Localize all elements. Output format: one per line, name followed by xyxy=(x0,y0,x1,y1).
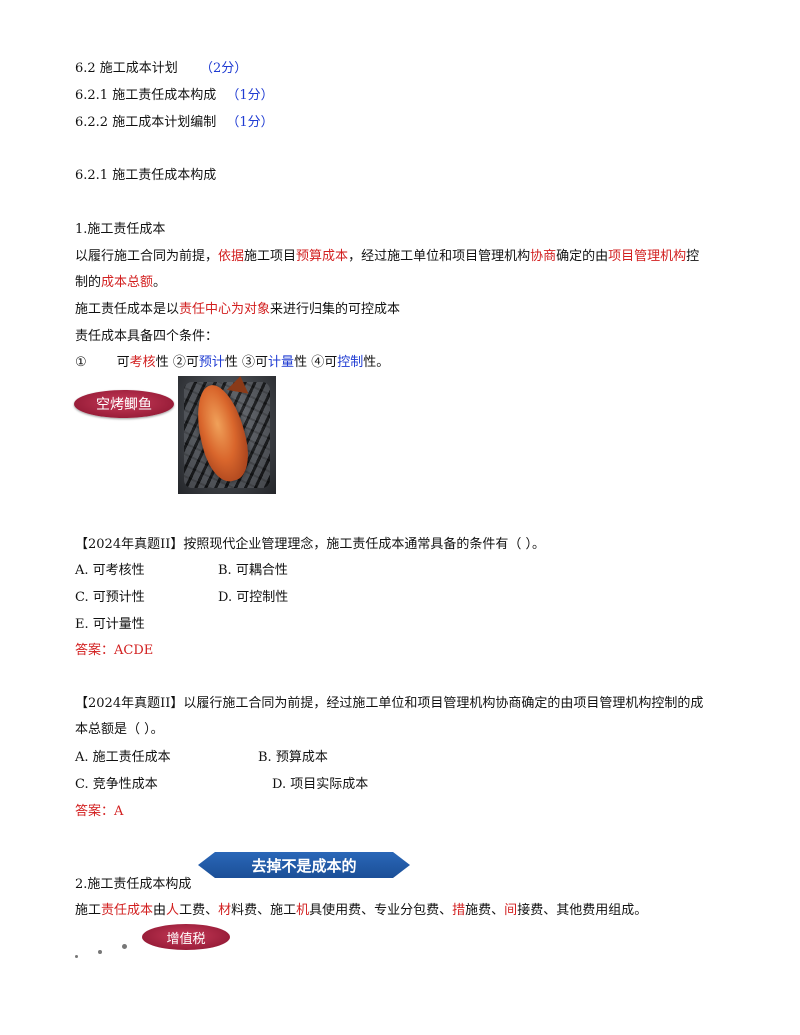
text-run: 由 xyxy=(153,903,167,918)
section-heading: 6.2.1 施工责任成本构成 xyxy=(75,168,217,183)
text-run: ，经过施工单位和项目管理机构 xyxy=(348,249,531,264)
bullet-dot xyxy=(98,950,102,954)
highlight-run: 预计 xyxy=(198,355,225,370)
highlight-run: 控制 xyxy=(337,355,364,370)
highlight-run: 措 xyxy=(452,903,466,918)
text-run: 施费、 xyxy=(465,903,505,918)
text-run: 来进行归集的可控成本 xyxy=(270,302,401,317)
q2-stem-line2: 本总额是（ ）。 xyxy=(75,722,164,737)
text-run: 确定的由 xyxy=(556,249,609,264)
toc-score: （1分） xyxy=(226,88,274,103)
q2-option-d: D. 项目实际成本 xyxy=(272,777,369,792)
text-run: 性 xyxy=(155,355,169,370)
highlight-run: 计量 xyxy=(268,355,295,370)
q2-answer: 答案：A xyxy=(75,804,124,819)
highlight-run: 协商 xyxy=(530,249,557,264)
highlight-run: 考核 xyxy=(129,355,156,370)
highlight-run: 成本总额 xyxy=(101,275,154,290)
part1-title: 1.施工责任成本 xyxy=(75,222,166,237)
highlight-run: 人 xyxy=(166,903,180,918)
highlight-run: 项目管理机构 xyxy=(608,249,687,264)
q2-option-a: A. 施工责任成本 xyxy=(75,750,171,765)
text-run: 。 xyxy=(153,275,167,290)
highlight-run: 间 xyxy=(504,903,518,918)
vat-badge: 增值税 xyxy=(142,924,230,950)
highlight-run: 材 xyxy=(218,903,232,918)
text-run: 料费、施工 xyxy=(231,903,297,918)
bullet-dot xyxy=(122,944,127,949)
highlight-run: 预算成本 xyxy=(296,249,349,264)
text-run: 可 xyxy=(116,355,130,370)
grilled-fish-photo xyxy=(178,376,276,494)
q2-stem-line1: 【2024年真题II】以履行施工合同为前提，经过施工单位和项目管理机构协商确定的… xyxy=(75,696,704,711)
ribbon-banner: 去掉不是成本的 xyxy=(198,852,410,878)
part2-title: 2.施工责任成本构成 xyxy=(75,877,192,892)
highlight-run: 依据 xyxy=(218,249,245,264)
toc-score: （2分） xyxy=(199,61,248,76)
list-marker: ① xyxy=(75,355,87,370)
toc-text: 6.2.1 施工责任成本构成 xyxy=(75,88,217,103)
text-run: 施工责任成本是以 xyxy=(75,302,180,317)
text-run: 工费、 xyxy=(179,903,219,918)
part1-para2: 施工责任成本是以责任中心为对象来进行归集的可控成本 xyxy=(75,298,400,317)
text-run: ③可 xyxy=(242,355,269,370)
q1-option-d: D. 可控制性 xyxy=(218,590,289,605)
toc-line-6-2-2: 6.2.2 施工成本计划编制 （1分） xyxy=(75,111,274,130)
toc-line-6-2-1: 6.2.1 施工责任成本构成 （1分） xyxy=(75,84,274,103)
part1-para1-line2: 制的成本总额。 xyxy=(75,271,166,290)
bullet-dot xyxy=(75,955,78,958)
text-run: 性。 xyxy=(363,355,390,370)
text-run: ②可 xyxy=(172,355,199,370)
text-run: 施工项目 xyxy=(244,249,297,264)
part1-para3: 责任成本具备四个条件： xyxy=(75,329,219,344)
toc-text: 6.2 施工成本计划 xyxy=(75,61,178,76)
toc-score: （1分） xyxy=(226,115,274,130)
q2-option-c: C. 竞争性成本 xyxy=(75,777,158,792)
text-run: 性 xyxy=(294,355,308,370)
q1-option-b: B. 可耦合性 xyxy=(218,563,288,578)
q1-option-e: E. 可计量性 xyxy=(75,617,145,632)
text-run: 施工 xyxy=(75,903,102,918)
toc-line-6-2: 6.2 施工成本计划 （2分） xyxy=(75,57,247,76)
highlight-run: 责任成本 xyxy=(101,903,154,918)
text-run: 控 xyxy=(686,249,700,264)
text-run: 性 xyxy=(224,355,238,370)
q2-option-b: B. 预算成本 xyxy=(258,750,328,765)
q1-answer: 答案：ACDE xyxy=(75,643,154,658)
text-run: 具使用费、专业分包费、 xyxy=(309,903,453,918)
text-run: 接费、其他费用组成。 xyxy=(517,903,648,918)
text-run: 以履行施工合同为前提， xyxy=(75,249,219,264)
toc-text: 6.2.2 施工成本计划编制 xyxy=(75,115,217,130)
q1-option-c: C. 可预计性 xyxy=(75,590,145,605)
q1-option-a: A. 可考核性 xyxy=(75,563,145,578)
highlight-run: 责任中心为对象 xyxy=(179,302,271,317)
part1-para1-line1: 以履行施工合同为前提，依据施工项目预算成本，经过施工单位和项目管理机构协商确定的… xyxy=(75,245,699,264)
q1-stem: 【2024年真题II】按照现代企业管理理念，施工责任成本通常具备的条件有（ ）。 xyxy=(75,537,545,552)
text-run: ④可 xyxy=(311,355,338,370)
highlight-run: 机 xyxy=(296,903,310,918)
text-run: 制的 xyxy=(75,275,102,290)
fish-badge: 空烤鲫鱼 xyxy=(74,390,174,418)
part2-para: 施工责任成本由人工费、材料费、施工机具使用费、专业分包费、措施费、间接费、其他费… xyxy=(75,899,647,918)
